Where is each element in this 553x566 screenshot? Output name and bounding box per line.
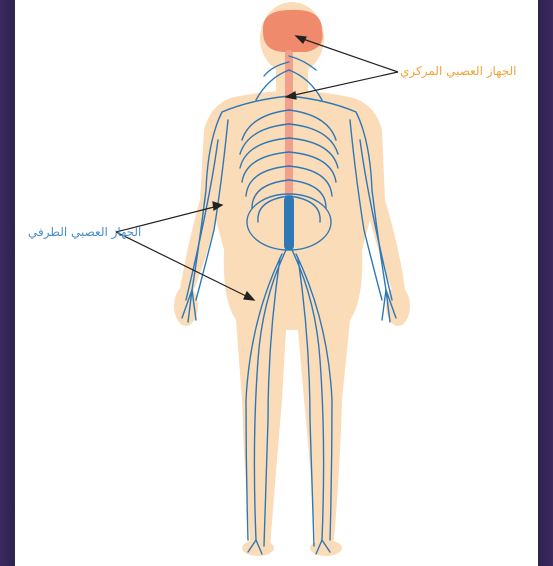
peripheral-nervous-system-label: الجهاز العصبي الطرفي [28,225,141,239]
central-nervous-system-label: الجهاز العصبي المركزي [400,64,516,78]
brain [263,10,323,52]
cauda-equina [284,196,294,250]
spinal-cord [285,50,293,210]
